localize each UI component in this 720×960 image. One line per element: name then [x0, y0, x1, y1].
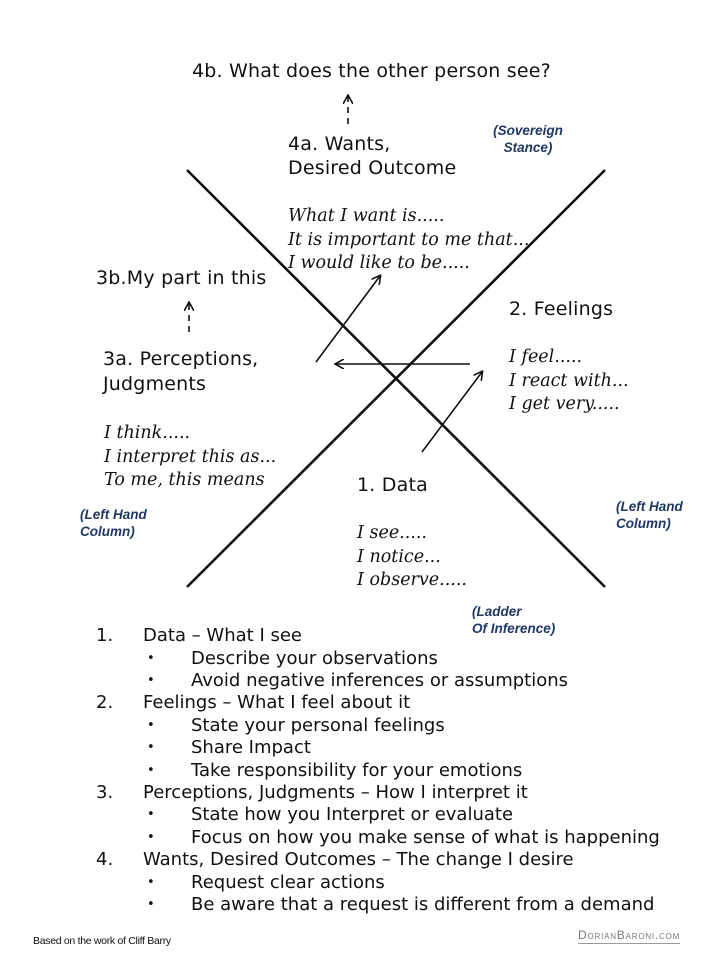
- feelings-prompt: I feel.....: [509, 347, 583, 367]
- feelings-title: 2. Feelings: [509, 298, 614, 320]
- note-line: (Sovereign: [493, 123, 563, 138]
- step-bullet-text: State how you Interpret or evaluate: [191, 804, 514, 825]
- step-bullet-text: Take responsibility for your emotions: [191, 760, 523, 781]
- data-prompt: I notice...: [357, 546, 441, 567]
- ladder-of-inference-note: (Ladder Of Inference): [472, 603, 555, 637]
- wants-prompt: What I want is.....: [288, 206, 445, 226]
- step-bullet-text: Focus on how you make sense of what is h…: [191, 827, 660, 848]
- wants-title: 4a. Wants, Desired Outcome: [288, 132, 456, 180]
- bullet-icon: •: [147, 830, 155, 845]
- perceptions-title-line2: Judgments: [103, 373, 207, 395]
- step-bullet-text: Share Impact: [191, 737, 311, 758]
- left-hand-column-note-left: (Left Hand Column): [80, 506, 147, 540]
- bullet-icon: •: [147, 718, 155, 733]
- step-number: 4.: [96, 849, 114, 870]
- bullet-icon: •: [147, 807, 155, 822]
- step-bullet-text: Request clear actions: [191, 872, 385, 893]
- data-prompt: I see.....: [357, 523, 427, 543]
- step-bullet-text: Avoid negative inferences or assumptions: [191, 670, 569, 691]
- data-prompt: I observe.....: [357, 570, 467, 590]
- wants-prompt: It is important to me that...: [288, 229, 530, 250]
- step-bullet-text: State your personal feelings: [191, 715, 445, 736]
- perceptions-prompt: I interpret this as...: [104, 446, 277, 467]
- step-number: 1.: [96, 625, 114, 646]
- perceptions-title: 3a. Perceptions, Judgments: [103, 347, 258, 397]
- step-title: Perceptions, Judgments – How I interpret…: [143, 782, 528, 803]
- perceptions-prompt: To me, this means: [104, 470, 265, 490]
- feelings-prompts: I feel..... I react with... I get very..…: [509, 346, 629, 417]
- note-line: Column): [616, 516, 671, 531]
- step-title: Wants, Desired Outcomes – The change I d…: [143, 849, 574, 870]
- bullet-icon: •: [147, 763, 155, 778]
- sovereign-stance-note: (Sovereign Stance): [488, 122, 568, 156]
- arrow-perceptions-to-wants: [315, 276, 380, 363]
- perceptions-prompts: I think..... I interpret this as... To m…: [104, 422, 276, 493]
- wants-title-line2: Desired Outcome: [288, 157, 457, 179]
- arrow-data-to-feelings: [421, 372, 482, 453]
- site-logo: DorianBaroni.com: [578, 928, 681, 944]
- note-line: (Ladder: [472, 604, 522, 619]
- wants-prompts: What I want is..... It is important to m…: [288, 205, 529, 276]
- step-number: 2.: [96, 692, 114, 713]
- feelings-prompt: I react with...: [509, 370, 629, 391]
- bullet-icon: •: [147, 651, 155, 666]
- note-line: (Left Hand: [616, 499, 683, 514]
- step-title: Data – What I see: [143, 625, 302, 646]
- data-title: 1. Data: [357, 474, 428, 496]
- x-line-ascending: [186, 169, 606, 588]
- wants-title-line1: 4a. Wants,: [288, 133, 391, 155]
- step-title: Feelings – What I feel about it: [143, 692, 411, 713]
- perceptions-title-line1: 3a. Perceptions,: [103, 348, 259, 370]
- bullet-icon: •: [147, 740, 155, 755]
- note-line: Stance): [503, 140, 553, 155]
- step-bullet-text: Describe your observations: [191, 648, 438, 669]
- step-number: 3.: [96, 782, 114, 803]
- credit-text: Based on the work of Cliff Barry: [33, 935, 171, 947]
- feelings-prompt: I get very.....: [509, 394, 620, 414]
- data-prompts: I see..... I notice... I observe.....: [357, 522, 467, 593]
- left-hand-column-note-right: (Left Hand Column): [616, 498, 683, 532]
- wants-prompt: I would like to be.....: [288, 253, 470, 273]
- my-part-label: 3b.My part in this: [96, 267, 267, 289]
- bullet-icon: •: [147, 875, 155, 890]
- other-person-question: 4b. What does the other person see?: [192, 60, 551, 82]
- note-line: Column): [80, 524, 135, 539]
- note-line: (Left Hand: [80, 507, 147, 522]
- bullet-icon: •: [147, 673, 155, 688]
- note-line: Of Inference): [472, 621, 556, 636]
- perceptions-prompt: I think.....: [104, 423, 191, 443]
- bullet-icon: •: [147, 897, 155, 912]
- step-bullet-text: Be aware that a request is different fro…: [191, 894, 655, 915]
